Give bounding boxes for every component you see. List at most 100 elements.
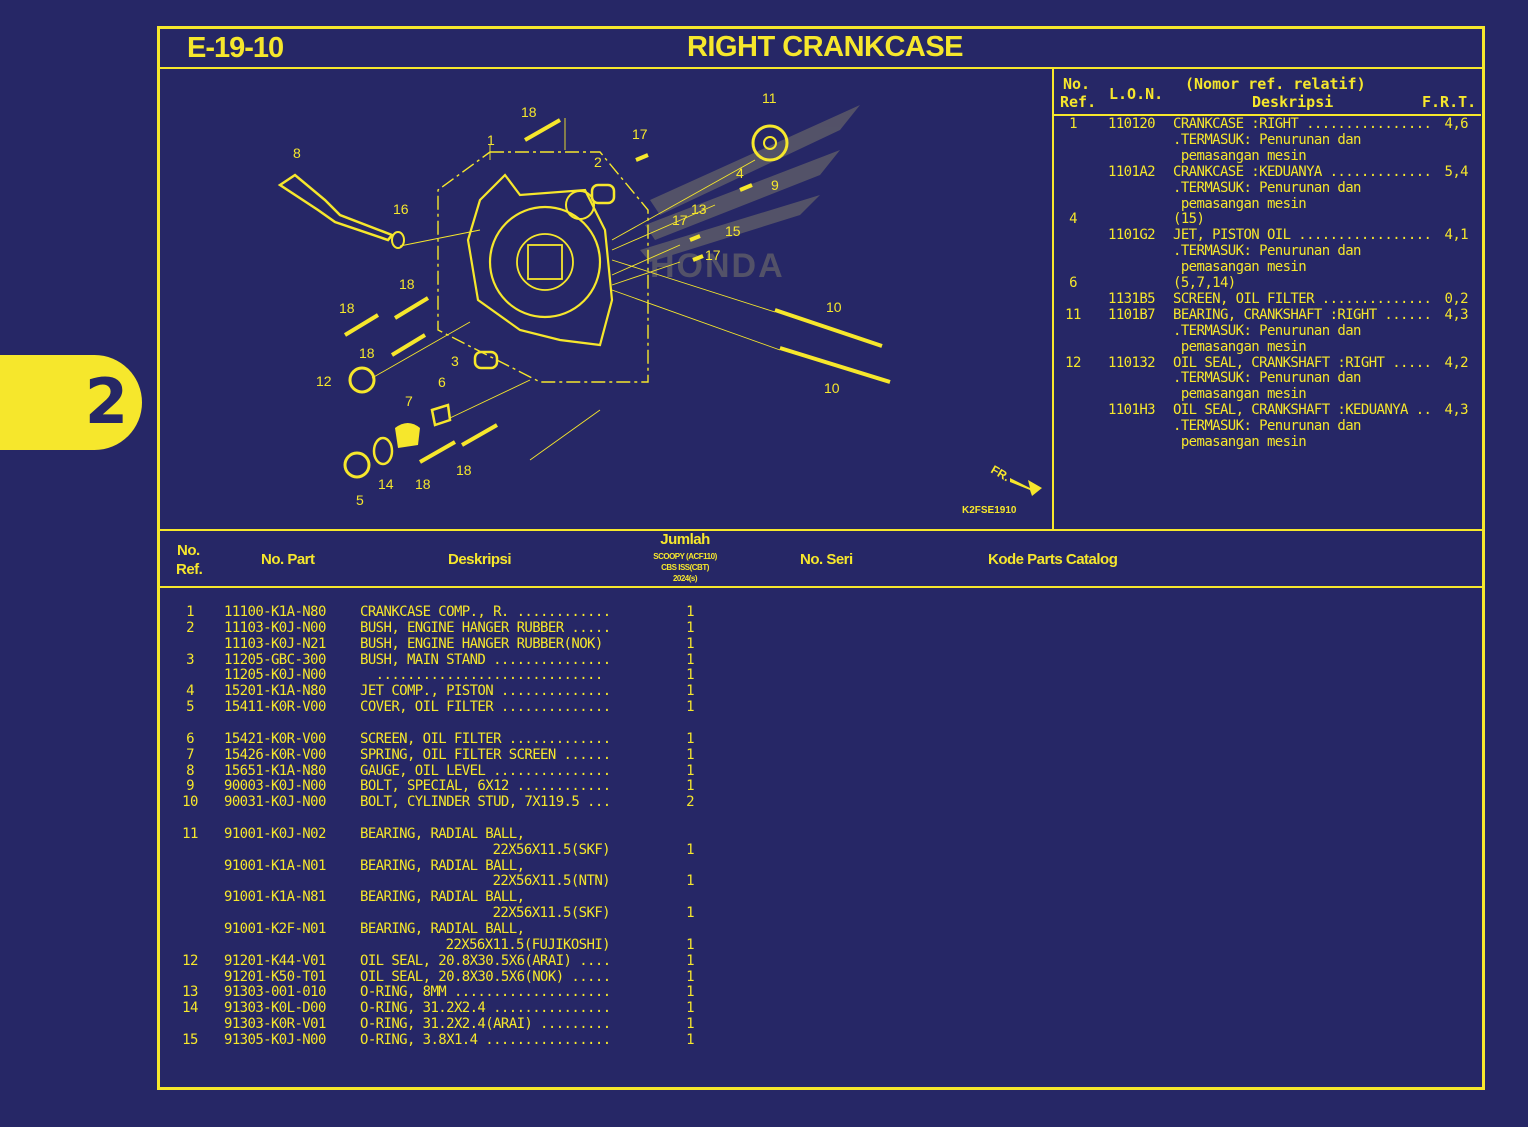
ref-number: 14: [182, 1000, 198, 1017]
ref-description: pemasangan mesin: [1173, 195, 1307, 212]
frt-value: 4,2: [1444, 354, 1469, 371]
quantity: 1: [686, 1000, 694, 1017]
parts-header-qty: Jumlah: [660, 531, 710, 548]
callout: 1: [487, 132, 495, 148]
lon-code: 1101A2: [1108, 163, 1156, 180]
part-number: 11100-K1A-N80: [224, 604, 326, 620]
part-number: 15411-K0R-V00: [224, 699, 326, 716]
parts-header-no: No.: [177, 542, 200, 559]
ref-description: .TERMASUK: Penurunan dan: [1173, 243, 1361, 260]
oil-level-gauge-part: [277, 173, 395, 242]
part-description: O-RING, 31.2X2.4 ...............: [360, 1000, 611, 1017]
quantity: 1: [686, 604, 694, 620]
quantity: 1: [686, 1031, 694, 1048]
divider: [1053, 114, 1481, 116]
ref-table-row: pemasangan mesin: [1058, 259, 1473, 276]
crankcase-part: [466, 173, 614, 347]
quantity: 1: [686, 984, 694, 1001]
part-description: 22X56X11.5(SKF): [492, 905, 611, 922]
screen-part: [430, 403, 452, 427]
ref-number: 1: [186, 604, 194, 620]
part-description: SPRING, OIL FILTER SCREEN ......: [360, 746, 611, 763]
frt-value: 4,6: [1444, 116, 1469, 132]
ref-number: 12: [1065, 354, 1081, 371]
ref-header-desc: Deskripsi: [1252, 93, 1334, 111]
bush-part: [590, 183, 616, 205]
callout: 18: [521, 104, 537, 120]
callout: 8: [293, 145, 301, 161]
part-description: .............................: [360, 667, 604, 684]
lon-code: 1101G2: [1108, 227, 1156, 244]
part-description: O-RING, 3.8X1.4 ................: [360, 1031, 611, 1048]
parts-catalog-frame: [157, 26, 1485, 1090]
ref-number: 8: [186, 762, 194, 779]
callout: 5: [356, 492, 364, 508]
section-code: E-19-10: [187, 32, 284, 64]
callout: 17: [705, 247, 721, 263]
ref-description: (15): [1173, 211, 1205, 228]
part-description: BEARING, RADIAL BALL,: [360, 921, 525, 937]
callouts: 1 2 3 4 5 6 7 8 9 10 10 11 12 13 14 15 1…: [293, 90, 842, 508]
part-description: BUSH, MAIN STAND ...............: [360, 651, 611, 668]
parts-header-serial: No. Seri: [800, 551, 853, 568]
callout: 18: [339, 300, 355, 316]
lon-code: 1101H3: [1108, 402, 1156, 419]
crankcase-bore: [488, 205, 602, 319]
quantity: 1: [686, 905, 694, 922]
bolt-parts: [343, 118, 561, 464]
ref-description: OIL SEAL, CRANKSHAFT :KEDUANYA ..: [1173, 402, 1432, 419]
part-number: 15201-K1A-N80: [224, 683, 326, 700]
part-description: COVER, OIL FILTER ..............: [360, 699, 611, 716]
section-tab[interactable]: 2: [0, 355, 142, 450]
ref-description: .TERMASUK: Penurunan dan: [1173, 131, 1361, 148]
part-number: 90003-K0J-N00: [224, 778, 326, 795]
model-variant: CBS ISS(CBT): [661, 563, 709, 572]
ref-table-row: .TERMASUK: Penurunan dan: [1058, 370, 1473, 387]
model-name: SCOOPY (ACF110): [653, 552, 717, 561]
divider: [157, 529, 1482, 531]
ref-number: 13: [182, 984, 198, 1001]
callout: 17: [672, 212, 688, 228]
ref-number: 5: [186, 699, 194, 716]
callout: 16: [393, 201, 409, 217]
honda-watermark: HONDA: [640, 105, 860, 285]
ref-table-row: pemasangan mesin: [1058, 147, 1473, 165]
callout: 10: [826, 299, 842, 315]
ref-table-row: .TERMASUK: Penurunan dan: [1058, 323, 1473, 340]
o-ring-part: [372, 436, 394, 466]
ref-number: 11: [182, 825, 198, 842]
ref-description: .TERMASUK: Penurunan dan: [1173, 418, 1361, 435]
callout: 4: [736, 165, 744, 181]
ref-table-row: 4(15): [1058, 211, 1473, 228]
spring-part: [395, 423, 420, 448]
page-title: RIGHT CRANKCASE: [686, 31, 964, 63]
callout: 7: [405, 393, 413, 409]
oil-seal-part: [348, 366, 376, 394]
section-number: 2: [84, 365, 128, 438]
callout: 10: [824, 380, 840, 396]
quantity: 1: [686, 683, 694, 700]
quantity: 1: [686, 730, 694, 747]
ref-table-row: .TERMASUK: Penurunan dan: [1058, 418, 1473, 435]
ref-description: BEARING, CRANKSHAFT :RIGHT ......: [1173, 306, 1432, 323]
callout: 18: [359, 345, 375, 361]
part-number: 90031-K0J-N00: [224, 794, 326, 811]
part-description: BUSH, ENGINE HANGER RUBBER(NOK): [360, 635, 603, 652]
oil-filter-cover-part: [343, 451, 371, 479]
o-ring-part: [391, 231, 405, 249]
part-number: 91303-K0L-D00: [224, 1000, 326, 1017]
frt-value: 0,2: [1444, 290, 1469, 307]
parts-header-part: No. Part: [261, 551, 315, 568]
quantity: 1: [686, 635, 694, 652]
quantity: 1: [686, 936, 694, 953]
ref-number: 10: [182, 794, 198, 811]
callout: 18: [456, 462, 472, 478]
ref-description: pemasangan mesin: [1173, 259, 1307, 276]
ref-number: 1: [1069, 116, 1077, 132]
ref-description: pemasangan mesin: [1173, 147, 1307, 164]
ref-description: CRANKCASE :KEDUANYA .............: [1173, 163, 1432, 180]
lon-code: 1131B5: [1108, 290, 1156, 307]
